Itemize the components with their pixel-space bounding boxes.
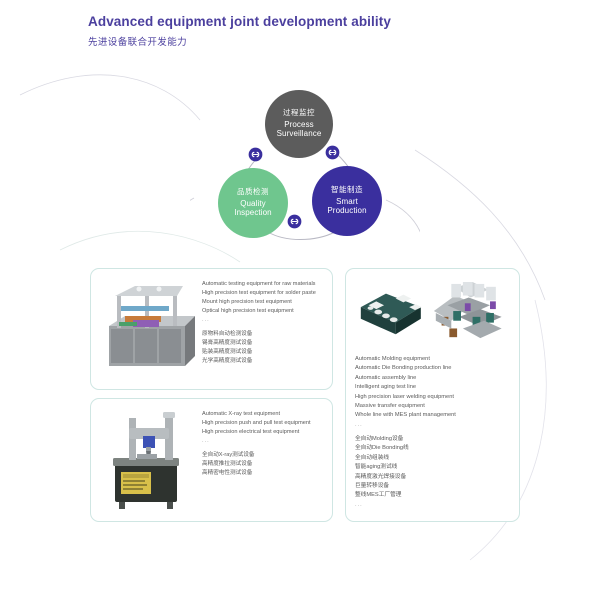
panel-text-smart-production: Automatic Molding equipment Automatic Di…: [355, 349, 511, 510]
feature-line-en: High precision laser welding equipment: [355, 393, 454, 400]
feature-line-cn: 高精密电性测试设备: [202, 470, 253, 477]
diagram-node-quality-inspection[interactable]: 品质检测 Quality Inspection: [218, 168, 288, 238]
node-label-cn: 品质检测: [237, 187, 269, 197]
feature-line-cn: 巨量转移设备: [355, 482, 390, 489]
equipment-image-inspection: [99, 276, 195, 382]
panel-text-xray: Automatic X-ray test equipment High prec…: [195, 406, 325, 514]
chain-link-icon: [287, 214, 302, 229]
ellipsis: ...: [202, 438, 210, 445]
feature-line-cn: 智能aging测试线: [355, 464, 398, 471]
chain-link-icon: [325, 145, 340, 160]
ellipsis: ...: [355, 421, 363, 428]
node-label-en-line2: Inspection: [234, 208, 272, 218]
node-label-en-line2: Production: [327, 206, 367, 216]
panel-smart-production-line[interactable]: Automatic Molding equipment Automatic Di…: [345, 268, 520, 522]
feature-line-cn: 全自动Die Bonding线: [355, 445, 409, 452]
chain-link-icon: [248, 147, 263, 162]
feature-line-cn: 全自动组装线: [355, 454, 390, 461]
feature-line-en: Automatic X-ray test equipment: [202, 411, 281, 417]
feature-line-cn: 锡膏高精度测试设备: [202, 340, 253, 347]
feature-line-cn: 贴装高精度测试设备: [202, 349, 253, 356]
feature-line-cn: 整线MES工厂管理: [355, 492, 402, 499]
ellipsis: ...: [202, 317, 210, 324]
feature-line-en: Automatic Die Bonding production line: [355, 365, 452, 372]
feature-line-cn: 全自动X-ray测试设备: [202, 452, 255, 459]
feature-line-en: Automatic testing equipment for raw mate…: [202, 281, 316, 287]
node-label-en-line1: Quality: [240, 198, 266, 208]
feature-line-en: High precision electrical test equipment: [202, 429, 300, 436]
equipment-image-die-bonding-module: [360, 293, 422, 335]
capability-diagram: 过程监控 Process Surveillance 品质检测 Quality I…: [190, 80, 420, 245]
panel-inspection-equipment[interactable]: Automatic testing equipment for raw mate…: [90, 268, 333, 390]
feature-line-en: Automatic assembly line: [355, 374, 417, 381]
feature-line-en: Intelligent aging test line: [355, 384, 417, 391]
equipment-image-assembly-line: [433, 281, 502, 339]
panel-text-inspection: Automatic testing equipment for raw mate…: [195, 276, 325, 382]
node-label-cn: 智能制造: [331, 185, 363, 195]
feature-line-en: Whole line with MES plant management: [355, 412, 456, 419]
feature-line-en: Optical high precision test equipment: [202, 308, 294, 315]
diagram-node-smart-production[interactable]: 智能制造 Smart Production: [312, 166, 382, 236]
node-label-en-line1: Process: [284, 119, 314, 129]
ellipsis: ...: [355, 501, 363, 508]
node-label-en-line2: Surveillance: [276, 129, 322, 139]
feature-line-en: High precision push and pull test equipm…: [202, 420, 311, 427]
equipment-image-xray-tester: [99, 406, 195, 514]
feature-line-cn: 高精度激光焊接设备: [355, 473, 407, 480]
feature-line-cn: 全自动Molding设备: [355, 435, 404, 442]
page-title-en: Advanced equipment joint development abi…: [88, 14, 391, 29]
page-header: Advanced equipment joint development abi…: [88, 14, 391, 48]
feature-line-en: Automatic Molding equipment: [355, 356, 430, 362]
feature-line-cn: 原物料自动检测设备: [202, 331, 253, 338]
feature-line-en: Massive transfer equipment: [355, 403, 425, 410]
node-label-en-line1: Smart: [336, 196, 358, 206]
panel-xray-electrical-test[interactable]: Automatic X-ray test equipment High prec…: [90, 398, 333, 522]
node-label-cn: 过程监控: [283, 108, 315, 118]
feature-line-cn: 光学高精度测试设备: [202, 358, 253, 365]
feature-line-en: Mount high precision test equipment: [202, 299, 292, 306]
diagram-node-process-surveillance[interactable]: 过程监控 Process Surveillance: [265, 90, 333, 158]
page-title-cn: 先进设备联合开发能力: [88, 36, 188, 48]
feature-line-en: High precision test equipment for solder…: [202, 290, 316, 297]
feature-line-cn: 高精度推拉测试设备: [202, 461, 253, 468]
